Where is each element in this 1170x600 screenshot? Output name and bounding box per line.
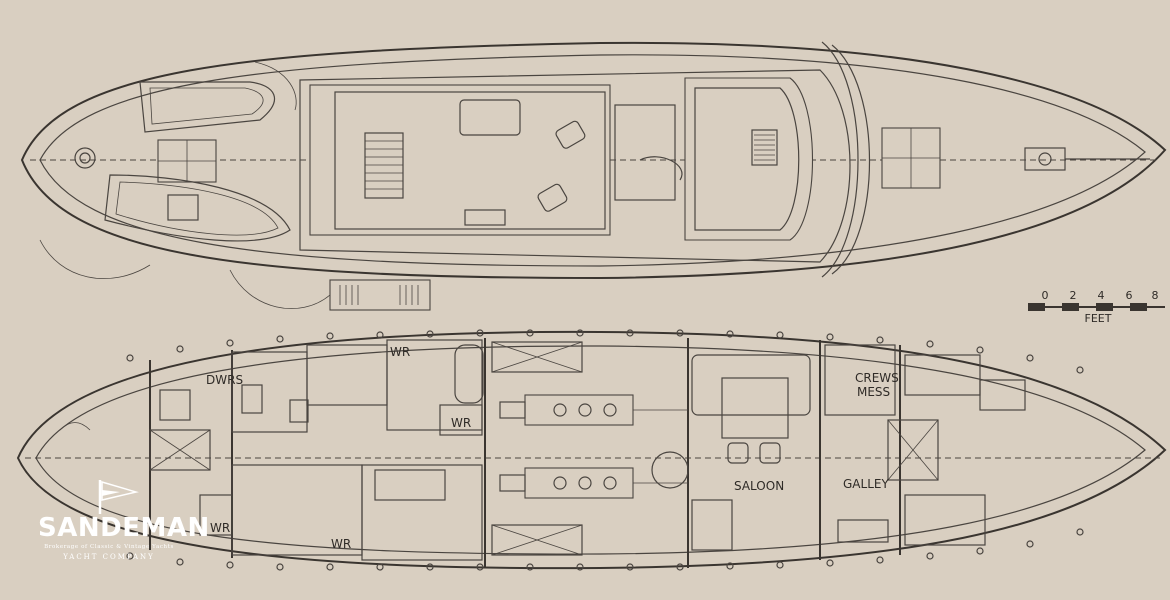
saloon-settee (691, 354, 811, 416)
spiral-stair (651, 451, 689, 489)
scale-unit: FEET (1085, 312, 1112, 325)
deck-dinghy-upper (139, 81, 275, 133)
logo-brand: SANDEMAN (38, 513, 210, 543)
label-galley: GALLEY (843, 477, 889, 491)
label-wr-mid: WR (451, 416, 471, 430)
accommodation-plan: DWRS WR WR WR WR CREWS MESS SALOON GALLE… (16, 329, 1167, 571)
logo-company: YACHT COMPANY (63, 553, 155, 561)
deck-hull-inner (39, 54, 1146, 267)
deck-plan (20, 41, 1167, 311)
sandeman-logo: SANDEMAN Brokerage of Classic & Vintage … (38, 478, 210, 564)
deck-hull-outline (20, 41, 1167, 280)
engine-port (499, 467, 688, 499)
lower-hull-inner (35, 345, 1146, 555)
deck-windlass (1024, 147, 1066, 171)
deck-stair (364, 132, 404, 199)
scale-tick-2: 2 (1070, 289, 1077, 302)
lower-hull-outline (16, 330, 1167, 570)
scale-tick-4: 4 (1098, 289, 1105, 302)
label-wr-bottom-left: WR (210, 521, 230, 535)
scale-bar: 0 2 4 6 8 FEET (1028, 289, 1165, 325)
deck-raised-section (299, 69, 851, 263)
deck-dinghy-lower (104, 174, 291, 242)
label-wr-top: WR (390, 345, 410, 359)
label-wr-bottom: WR (331, 537, 351, 551)
scale-tick-6: 6 (1126, 289, 1133, 302)
scale-tick-8: 8 (1152, 289, 1159, 302)
deck-capstan (74, 147, 96, 169)
engine-starboard (499, 394, 688, 426)
scale-tick-0: 0 (1042, 289, 1049, 302)
label-saloon: SALOON (734, 479, 784, 493)
engine-room-hatch-bottom (491, 524, 583, 556)
deck-wheelhouse (684, 77, 814, 241)
label-mess: MESS (857, 385, 890, 399)
logo-tagline: Brokerage of Classic & Vintage Yachts (44, 544, 174, 550)
deck-gangway (329, 279, 431, 311)
label-crews: CREWS (855, 371, 899, 385)
engine-room-hatch-top (491, 341, 583, 373)
label-dwrs: DWRS (206, 373, 243, 387)
flag-icon (98, 480, 139, 514)
portholes (126, 329, 1084, 571)
